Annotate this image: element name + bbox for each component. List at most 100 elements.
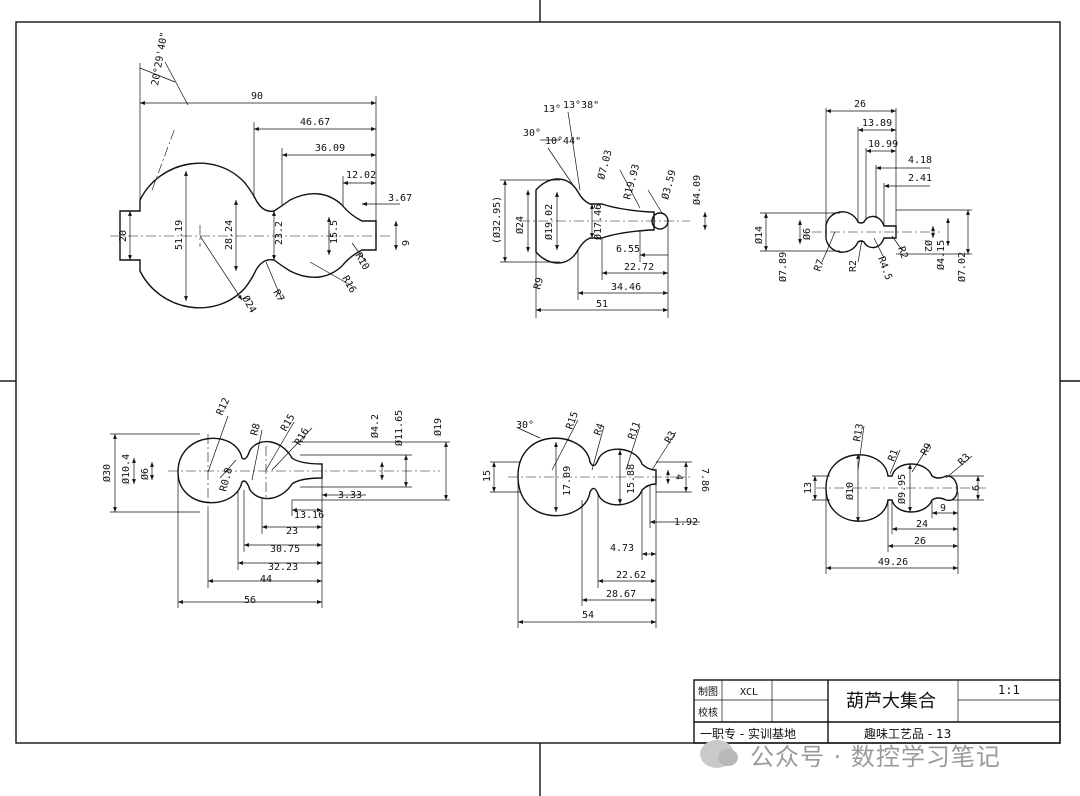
dim-diameter: Ø10.4 <box>120 454 132 484</box>
dim-radius: R7 <box>270 288 286 304</box>
dim-length: 26 <box>914 536 926 547</box>
gourd-view-3: 26 13.89 10.99 4.18 2.41 Ø14 Ø6 Ø7.89 R7… <box>753 99 972 282</box>
dim-angle: 13° <box>543 104 561 115</box>
dim-length: 23 <box>286 526 298 537</box>
dim-diameter: Ø30 <box>101 464 113 482</box>
dim-radius: R9 <box>532 276 546 290</box>
dim-diameter: Ø19.02 <box>543 204 555 240</box>
dim-radius: R15 <box>564 410 581 431</box>
dim-diameter: Ø4.09 <box>691 175 703 205</box>
dim-diameter: 15.5 <box>329 220 340 244</box>
drawing-title: 葫芦大集合 <box>846 691 936 712</box>
school-name: 一职专 - 实训基地 <box>700 726 796 741</box>
dim-length: 51 <box>596 299 608 310</box>
dim-diameter: Ø7.03 <box>595 149 614 181</box>
dim-length: 13.16 <box>294 510 324 521</box>
gourd-view-4: R12 R8 R15 R16 R0.8 Ø30 Ø10.4 Ø6 Ø4.2 Ø1… <box>101 396 450 608</box>
dim-radius: R1 <box>886 448 900 463</box>
watermark: 公众号 · 数控学习笔记 <box>700 732 1060 776</box>
dim-diameter: Ø7.02 <box>956 252 968 282</box>
dim-diameter: Ø10 <box>844 482 856 500</box>
dim-radius: R16 <box>293 426 312 447</box>
dim-length: 46.67 <box>300 117 330 128</box>
dim-length: 32.23 <box>268 562 298 573</box>
dim-length: 49.26 <box>878 557 908 568</box>
dim-diameter: 51.19 <box>174 220 185 250</box>
dim-length: 13.89 <box>862 118 892 129</box>
dim-diameter: Ø17.46 <box>592 204 604 240</box>
dim-diameter: Ø4.2 <box>369 414 381 438</box>
dim-radius: Ø24 <box>239 294 258 316</box>
drawing-scale: 1:1 <box>998 683 1020 697</box>
dim-length: 34.46 <box>611 282 641 293</box>
dim-length: 2.41 <box>908 173 932 184</box>
gourd-view-1: 20°29'40" 90 46.67 36.09 12.02 3.67 20 5… <box>110 31 412 315</box>
dim-length: 9 <box>940 503 946 514</box>
dim-radius: R7 <box>812 258 826 273</box>
dim-radius: R2 <box>895 245 909 260</box>
dim-angle: 30° <box>516 420 534 431</box>
dim-length: 22.72 <box>624 262 654 273</box>
gourd-view-6: R13 R1 R9 R3 13 Ø10 Ø9.95 9 9 24 26 49.2… <box>803 423 986 574</box>
dim-length: 3.33 <box>338 490 362 501</box>
dim-length: 56 <box>244 595 256 606</box>
dim-length: 54 <box>582 610 594 621</box>
watermark-text: 公众号 · 数控学习笔记 <box>750 742 1001 771</box>
dim-radius: R19.93 <box>622 163 642 201</box>
dim-diameter: 9 <box>969 485 980 491</box>
dim-diameter: Ø3.59 <box>659 169 678 201</box>
dim-diameter: 15 <box>482 470 493 482</box>
gourd-view-2: 13° 13°38" 30° 10°44" (Ø32.95) Ø24 Ø19.0… <box>491 100 707 318</box>
dim-diameter: Ø7.89 <box>777 252 789 282</box>
dim-radius: R10 <box>352 251 371 272</box>
title-block: 制图 XCL 校核 葫芦大集合 1:1 一职专 - 实训基地 趣味工艺品 - 1… <box>693 679 1061 744</box>
dim-diameter: 20 <box>118 230 129 242</box>
dim-diameter: Ø14 <box>753 226 765 244</box>
dim-radius: R13 <box>852 423 866 443</box>
dim-length: 44 <box>260 574 272 585</box>
dim-diameter: Ø2 <box>922 240 934 252</box>
dim-diameter: Ø11.65 <box>393 410 405 446</box>
dim-length: 24 <box>916 519 928 530</box>
dim-diameter: 15.88 <box>626 464 637 494</box>
dim-diameter: 23.2 <box>274 221 285 245</box>
wechat-icon <box>700 740 738 768</box>
dim-radius: R4.5 <box>875 255 894 281</box>
dim-radius: R11 <box>626 420 643 441</box>
dim-angle: 20°29'40" <box>150 31 170 86</box>
dim-diameter: 6 <box>399 240 410 246</box>
dim-diameter: Ø6 <box>801 228 813 240</box>
drawn-by-label: 制图 <box>698 685 718 698</box>
dim-radius: R12 <box>215 396 233 417</box>
dim-radius: R3 <box>663 430 679 446</box>
dim-diameter: 13 <box>803 482 814 494</box>
gourd-view-5: 30° R15 R4 R11 R3 15 17.09 15.88 4 7.86 … <box>482 410 710 628</box>
dim-diameter: Ø6 <box>139 468 151 480</box>
dim-length: 30.75 <box>270 544 300 555</box>
dim-length: 4.18 <box>908 155 932 166</box>
drawing-series: 趣味工艺品 - 13 <box>864 726 951 741</box>
dim-length: 28.67 <box>606 589 636 600</box>
dim-length: 3.67 <box>388 193 412 204</box>
dim-angle: 10°44" <box>545 136 581 147</box>
dim-length: 1.92 <box>674 517 698 528</box>
dim-diameter: 17.09 <box>562 466 573 496</box>
drawn-by-value: XCL <box>740 687 758 698</box>
dim-radius: R9 <box>919 442 935 458</box>
dim-diameter: 4 <box>673 474 684 480</box>
dim-radius: R0.8 <box>218 467 235 493</box>
dim-radius: R4 <box>592 422 606 437</box>
dim-length: 6.55 <box>616 244 640 255</box>
dim-radius: R8 <box>249 422 263 436</box>
checked-by-label: 校核 <box>698 706 718 719</box>
dim-diameter: Ø4.15 <box>935 240 947 270</box>
dim-length: 10.99 <box>868 139 898 150</box>
dim-length: 4.73 <box>610 543 634 554</box>
dim-diameter: 7.86 <box>699 468 710 492</box>
dim-length: 36.09 <box>315 143 345 154</box>
dim-diameter: Ø19 <box>432 418 444 436</box>
dim-length: 12.02 <box>346 170 376 181</box>
dim-radius: R2 <box>848 260 859 272</box>
